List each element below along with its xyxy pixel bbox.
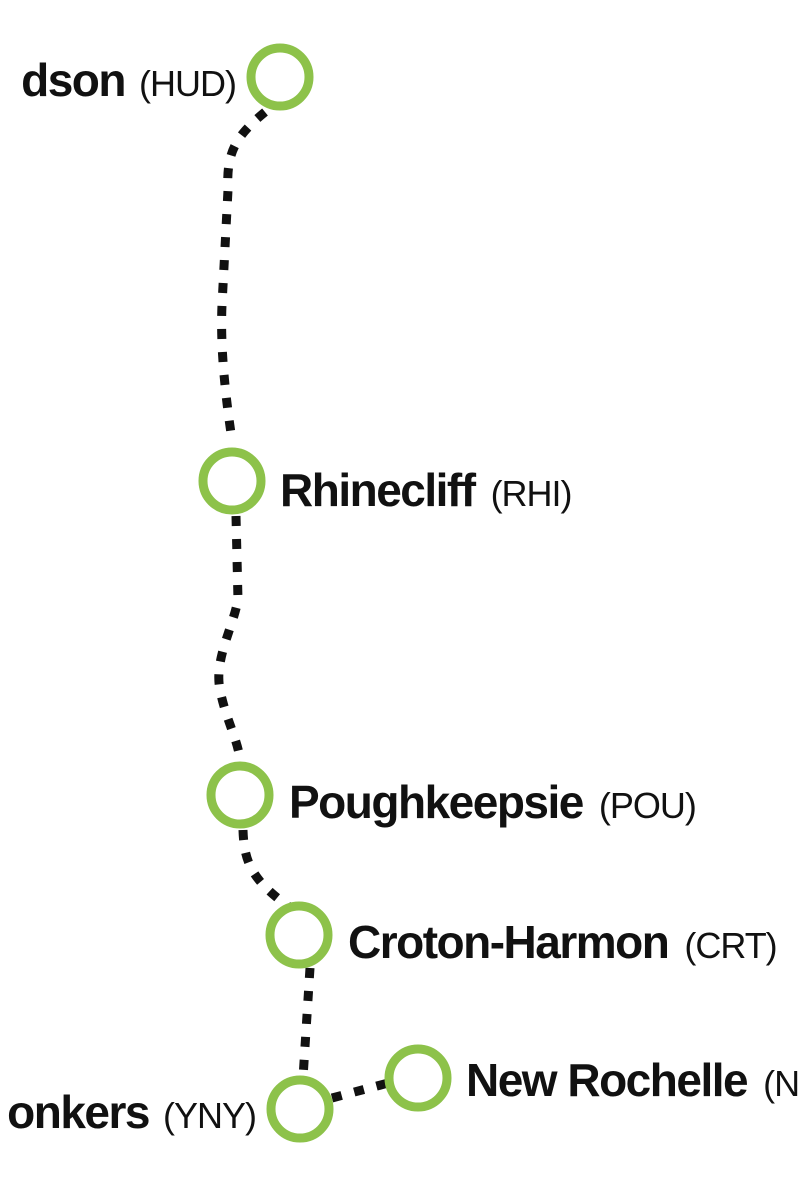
station-marker-hudson [246,43,314,111]
station-yonkers[interactable]: onkers (YNY) [7,1075,334,1143]
station-marker-croton-harmon [265,901,333,969]
station-new-rochelle[interactable]: New Rochelle (N [384,1044,800,1112]
station-name-poughkeepsie: Poughkeepsie [289,776,584,828]
station-marker-yonkers [266,1075,334,1143]
station-code-hudson: (HUD) [139,63,236,104]
svg-text:dson (HUD): dson (HUD) [21,54,236,106]
station-marker-poughkeepsie [206,761,274,829]
route-segment-poughkeepsie-croton [238,829,291,910]
svg-text:Poughkeepsie (POU): Poughkeepsie (POU) [289,776,696,828]
station-name-new-rochelle: New Rochelle [466,1054,748,1106]
station-code-yonkers: (YNY) [163,1095,256,1136]
svg-text:onkers (YNY): onkers (YNY) [7,1086,256,1138]
station-hudson[interactable]: dson (HUD) [21,43,314,111]
station-marker-rhinecliff [198,447,266,515]
route-lines [214,108,394,1103]
station-name-rhinecliff: Rhinecliff [280,464,477,516]
station-name-yonkers: onkers [7,1086,149,1138]
route-segment-rhinecliff-poughkeepsie [214,515,245,761]
station-code-new-rochelle: (N [763,1063,799,1104]
route-segment-croton-yonkers [298,967,315,1079]
route-segment-hudson-rhinecliff [217,108,268,441]
station-code-croton-harmon: (CRT) [684,925,776,966]
route-segment-yonkers-new-rochelle [330,1077,394,1103]
station-rhinecliff[interactable]: Rhinecliff (RHI) [198,447,573,516]
station-name-croton-harmon: Croton-Harmon [348,916,668,968]
station-code-poughkeepsie: (POU) [599,785,696,826]
svg-text:Rhinecliff (RHI): Rhinecliff (RHI) [280,464,572,516]
station-poughkeepsie[interactable]: Poughkeepsie (POU) [206,761,697,829]
station-name-hudson: dson [21,54,125,106]
svg-text:Croton-Harmon (CRT): Croton-Harmon (CRT) [348,916,777,968]
svg-text:New Rochelle (N: New Rochelle (N [466,1054,799,1106]
station-code-rhinecliff: (RHI) [491,473,572,514]
station-marker-new-rochelle [384,1044,452,1112]
station-croton-harmon[interactable]: Croton-Harmon (CRT) [265,901,778,969]
